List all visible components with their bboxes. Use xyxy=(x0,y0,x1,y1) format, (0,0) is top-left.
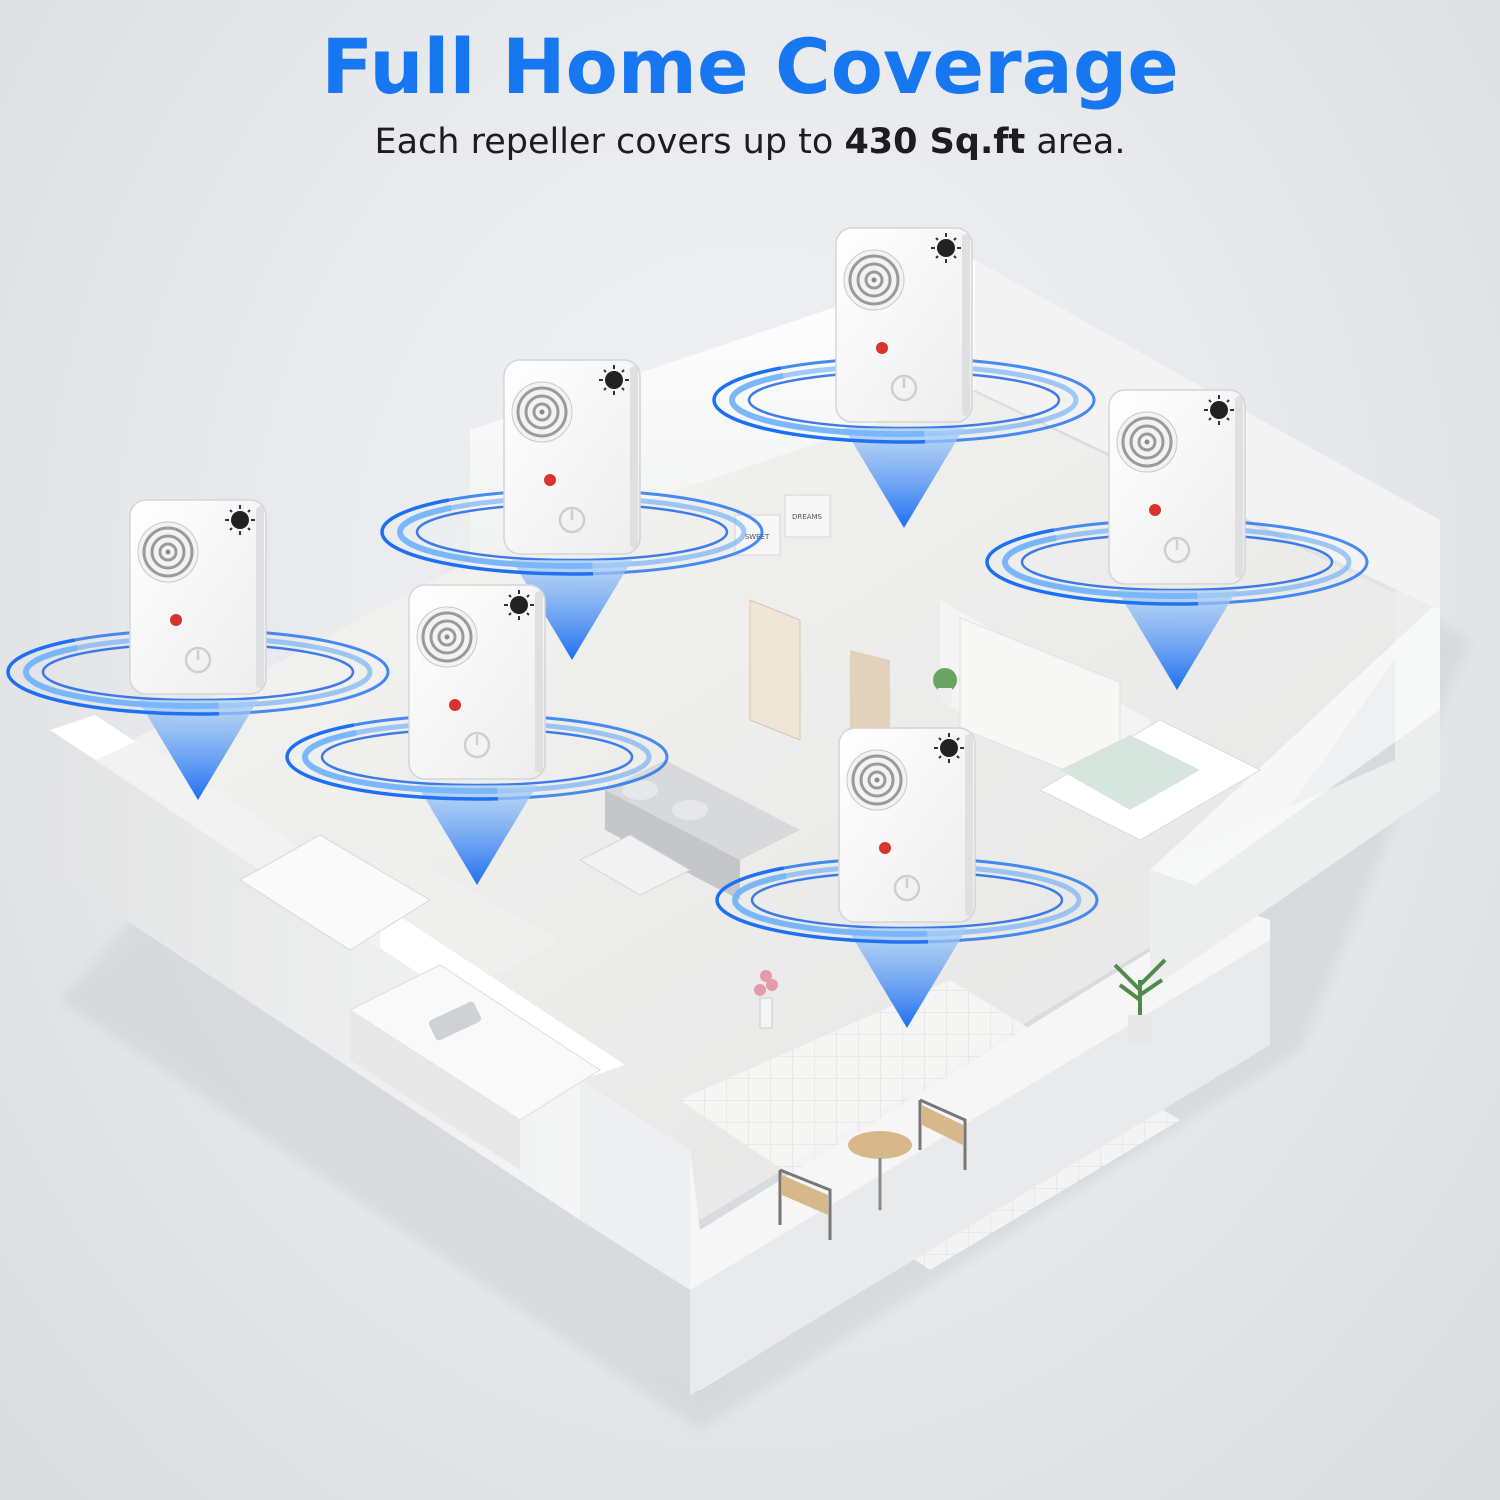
subtitle-prefix: Each repeller covers up to xyxy=(374,122,845,162)
subtitle-suffix: area. xyxy=(1025,122,1126,162)
flower-vase xyxy=(754,970,778,1029)
right-wall xyxy=(1150,590,1440,990)
coffee-table xyxy=(578,834,692,896)
balcony-furniture xyxy=(778,1098,967,1240)
bed-blanket xyxy=(1060,735,1200,810)
wall-art-left-text: SWEET xyxy=(745,533,770,541)
header: Full Home Coverage Each repeller covers … xyxy=(0,0,1500,190)
kitchen-sink xyxy=(429,1001,481,1041)
sofa xyxy=(605,760,800,900)
wardrobe xyxy=(959,617,1121,794)
wall-art-right-text: DREAMS xyxy=(792,513,823,521)
plant-living xyxy=(933,668,957,704)
bottom-front-wall xyxy=(580,1080,690,1290)
kitchen-counter-front xyxy=(350,1010,520,1170)
plant-balcony xyxy=(1113,958,1167,1043)
right-wall-top xyxy=(1150,600,1440,885)
wall-art: SWEET DREAMS xyxy=(734,494,831,556)
coverage-area-value: 430 Sq.ft xyxy=(844,122,1026,162)
page-title: Full Home Coverage xyxy=(321,22,1179,111)
balcony-wall-face xyxy=(690,940,1270,1395)
hall-door xyxy=(749,599,801,741)
page-subtitle: Each repeller covers up to 430 Sq.ft are… xyxy=(0,122,1500,162)
bathtub xyxy=(239,834,431,951)
